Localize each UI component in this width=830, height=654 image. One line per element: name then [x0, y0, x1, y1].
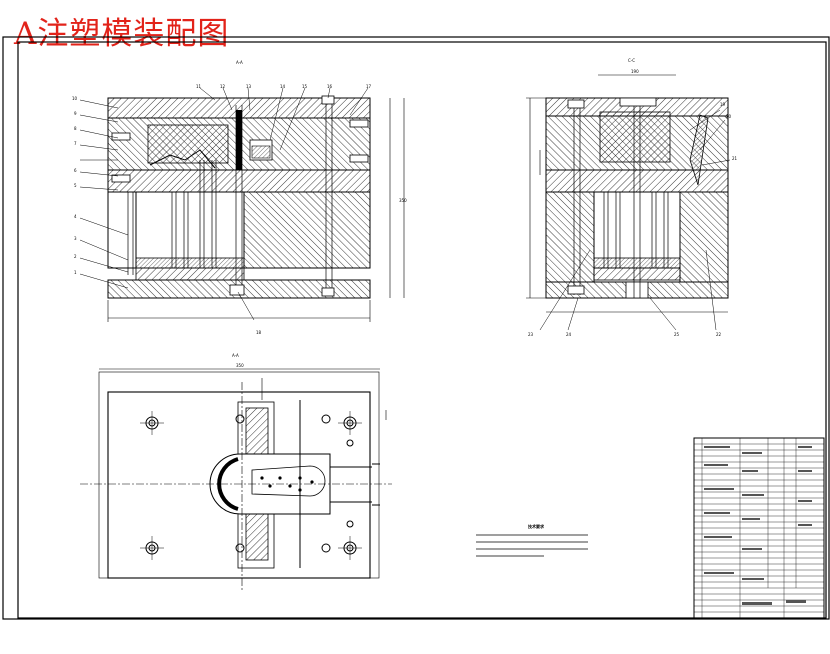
- part-no-22: 22: [716, 332, 722, 337]
- part-no-24: 24: [566, 332, 572, 337]
- drawing-title: A注塑模装配图: [14, 16, 230, 52]
- side-view-label: C-C: [628, 58, 635, 63]
- part-no-13: 13: [246, 84, 252, 89]
- part-no-5: 5: [74, 183, 77, 188]
- part-no-23: 23: [528, 332, 534, 337]
- drawing-frame: [2, 36, 830, 620]
- part-no-4: 4: [74, 214, 77, 219]
- notes-title: 技术要求: [528, 523, 545, 529]
- part-no-3: 3: [74, 236, 77, 241]
- plan-view-dim: 350: [236, 363, 244, 368]
- part-no-14: 14: [280, 84, 286, 89]
- plan-view-label: A-A: [232, 353, 239, 358]
- front-view-dim: 350: [399, 198, 407, 203]
- part-no-16: 16: [327, 84, 333, 89]
- part-no-12: 12: [220, 84, 226, 89]
- parts-list-table: [693, 437, 825, 619]
- part-no-11: 11: [196, 84, 202, 89]
- part-no-7: 7: [74, 141, 77, 146]
- part-no-17: 17: [366, 84, 372, 89]
- part-no-9: 9: [74, 111, 77, 116]
- part-no-15: 15: [302, 84, 308, 89]
- part-no-6: 6: [74, 168, 77, 173]
- part-no-8: 8: [74, 126, 77, 131]
- technical-notes: 技术要求: [476, 523, 588, 557]
- part-no-18: 18: [256, 330, 262, 335]
- part-no-25: 25: [674, 332, 680, 337]
- drawing-border: [17, 41, 827, 619]
- front-view-label: A-A: [236, 60, 243, 65]
- part-no-21: 21: [732, 156, 738, 161]
- part-no-2: 2: [74, 254, 77, 259]
- side-view-dim: 190: [631, 69, 639, 74]
- part-no-10: 10: [72, 96, 78, 101]
- side-section-view: C-C 190: [526, 58, 738, 337]
- front-section-view: A-A: [72, 60, 407, 335]
- plan-view: A-A 350: [80, 353, 392, 592]
- part-no-20: 20: [726, 114, 732, 119]
- part-no-19: 19: [720, 102, 726, 107]
- part-no-1: 1: [74, 270, 77, 275]
